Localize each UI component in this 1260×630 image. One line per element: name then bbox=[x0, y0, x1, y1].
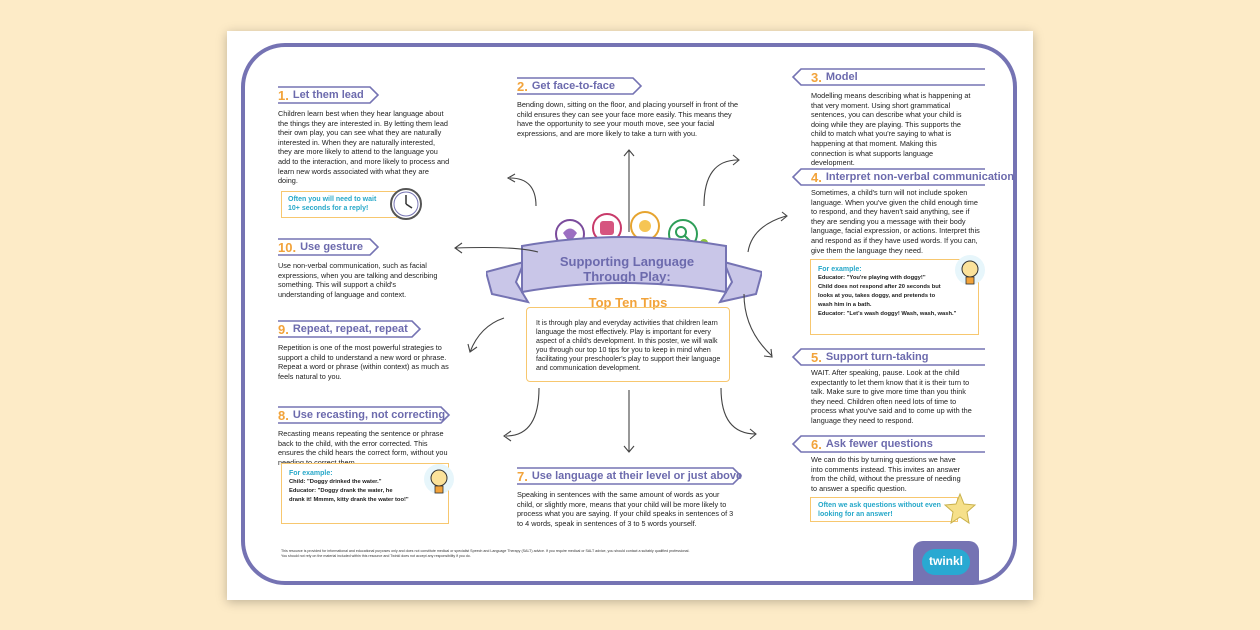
tip-6-header: 6. Ask fewer questions bbox=[791, 433, 985, 455]
star-icon bbox=[943, 492, 977, 525]
lightbulb-icon bbox=[424, 464, 454, 494]
example-line: Child: "Doggy drinked the water." bbox=[289, 479, 382, 485]
tip-7: 7. Use language at their level or just a… bbox=[517, 465, 743, 528]
note-text: Often you will need to wait 10+ seconds … bbox=[288, 196, 377, 212]
tip-9: 9. Repeat, repeat, repeat Repetition is … bbox=[278, 318, 458, 381]
tip-title: Use language at their level or just abov… bbox=[531, 470, 743, 482]
tip-title: Let them lead bbox=[292, 89, 364, 101]
tip-body: Recasting means repeating the sentence o… bbox=[278, 429, 448, 467]
header-ribbon-icon bbox=[517, 77, 643, 95]
tip-title: Get face-to-face bbox=[531, 80, 615, 92]
tip-body: We can do this by turning questions we h… bbox=[811, 455, 961, 493]
example-label: For example: bbox=[818, 266, 862, 273]
tip-4-example: For example: Educator: "You're playing w… bbox=[810, 259, 979, 335]
disclaimer-line-1: This resource is provided for informatio… bbox=[281, 549, 690, 553]
tip-title: Ask fewer questions bbox=[825, 438, 933, 450]
poster-title-line-2: Through Play: bbox=[583, 269, 671, 284]
example-line: Educator: "Let's wash doggy! Wash, wash,… bbox=[818, 311, 957, 317]
disclaimer-line-2: You should not rely on the material incl… bbox=[281, 554, 471, 558]
tip-body: Sometimes, a child's turn will not inclu… bbox=[811, 188, 980, 255]
tip-10: 10. Use gesture Use non-verbal communica… bbox=[278, 236, 458, 299]
tip-body: WAIT. After speaking, pause. Look at the… bbox=[811, 368, 972, 425]
twinkl-logo: twinkl bbox=[913, 541, 979, 583]
tip-6-note: Often we ask questions without even look… bbox=[810, 497, 958, 522]
poster-title-line-1: Supporting Language bbox=[559, 254, 695, 269]
tip-8: 8. Use recasting, not correcting Recasti… bbox=[278, 404, 458, 467]
tip-7-header: 7. Use language at their level or just a… bbox=[517, 465, 743, 487]
tip-body: Speaking in sentences with the same amou… bbox=[517, 490, 734, 528]
tip-3-header: 3. Model bbox=[791, 66, 985, 88]
tip-title: Support turn-taking bbox=[825, 351, 929, 363]
tip-8-example: For example: Child: "Doggy drinked the w… bbox=[281, 463, 449, 524]
tip-6: 6. Ask fewer questions We can do this by… bbox=[791, 433, 985, 493]
tip-9-header: 9. Repeat, repeat, repeat bbox=[278, 318, 458, 340]
tip-number: 8. bbox=[278, 407, 289, 423]
tip-body: Modelling means describing what is happe… bbox=[811, 91, 971, 168]
tip-title: Repeat, repeat, repeat bbox=[292, 323, 408, 335]
tip-2-header: 2. Get face-to-face bbox=[517, 75, 739, 97]
tip-number: 1. bbox=[278, 87, 289, 103]
tip-number: 5. bbox=[811, 349, 822, 365]
tip-number: 9. bbox=[278, 321, 289, 337]
tip-10-header: 10. Use gesture bbox=[278, 236, 458, 258]
example-line: Child does not respond after 20 seconds … bbox=[818, 284, 941, 308]
tip-3: 3. Model Modelling means describing what… bbox=[791, 66, 985, 168]
tip-number: 4. bbox=[811, 169, 822, 185]
tip-title: Use recasting, not correcting bbox=[292, 409, 446, 421]
header-ribbon-icon bbox=[278, 406, 451, 424]
tip-number: 10. bbox=[278, 239, 297, 255]
tip-title: Use gesture bbox=[300, 241, 364, 253]
tip-number: 7. bbox=[517, 468, 528, 484]
tip-number: 6. bbox=[811, 436, 822, 452]
tip-8-header: 8. Use recasting, not correcting bbox=[278, 404, 458, 426]
tip-body: Use non-verbal communication, such as fa… bbox=[278, 261, 438, 299]
poster-frame bbox=[241, 43, 1017, 585]
tip-1: 1. Let them lead Children learn best whe… bbox=[278, 84, 458, 186]
disclaimer: This resource is provided for informatio… bbox=[281, 549, 811, 559]
header-ribbon-icon bbox=[791, 348, 985, 366]
note-text: Often we ask questions without even look… bbox=[818, 502, 941, 518]
tip-1-note: Often you will need to wait 10+ seconds … bbox=[281, 191, 397, 218]
intro-text: It is through play and everyday activiti… bbox=[536, 320, 721, 372]
header-ribbon-icon bbox=[791, 168, 985, 186]
connector-arrows bbox=[454, 149, 788, 453]
tip-5: 5. Support turn-taking WAIT. After speak… bbox=[791, 346, 985, 426]
header-ribbon-icon bbox=[278, 86, 380, 104]
tip-body: Bending down, sitting on the floor, and … bbox=[517, 100, 739, 138]
header-ribbon-icon bbox=[791, 68, 985, 86]
poster-title: Supporting Language Through Play: bbox=[530, 254, 724, 284]
tip-5-header: 5. Support turn-taking bbox=[791, 346, 985, 368]
tip-4: 4. Interpret non-verbal communication So… bbox=[791, 166, 1014, 255]
tip-number: 2. bbox=[517, 78, 528, 94]
tip-number: 3. bbox=[811, 69, 822, 85]
example-label: For example: bbox=[289, 470, 333, 477]
header-ribbon-icon bbox=[791, 435, 985, 453]
tip-body: Children learn best when they hear langu… bbox=[278, 109, 450, 186]
lightbulb-icon bbox=[955, 255, 985, 285]
header-ribbon-icon bbox=[517, 467, 743, 485]
example-line: Educator: "Doggy drank the water, he dra… bbox=[289, 488, 409, 503]
tip-1-header: 1. Let them lead bbox=[278, 84, 458, 106]
example-line: Educator: "You're playing with doggy!" bbox=[818, 275, 926, 281]
tip-2: 2. Get face-to-face Bending down, sittin… bbox=[517, 75, 739, 138]
title-banner bbox=[486, 211, 762, 304]
tip-4-header: 4. Interpret non-verbal communication bbox=[791, 166, 1014, 188]
logo-cloud-icon bbox=[922, 549, 970, 575]
logo-text: twinkl bbox=[928, 554, 963, 568]
tip-body: Repetition is one of the most powerful s… bbox=[278, 343, 449, 381]
tip-title: Model bbox=[825, 71, 858, 83]
intro-box: It is through play and everyday activiti… bbox=[526, 307, 730, 382]
tip-title: Interpret non-verbal communication bbox=[825, 171, 1015, 183]
header-ribbon-icon bbox=[278, 320, 422, 338]
clock-icon bbox=[390, 188, 422, 220]
poster-subtitle: Top Ten Tips bbox=[573, 292, 683, 314]
header-ribbon-icon bbox=[278, 238, 380, 256]
